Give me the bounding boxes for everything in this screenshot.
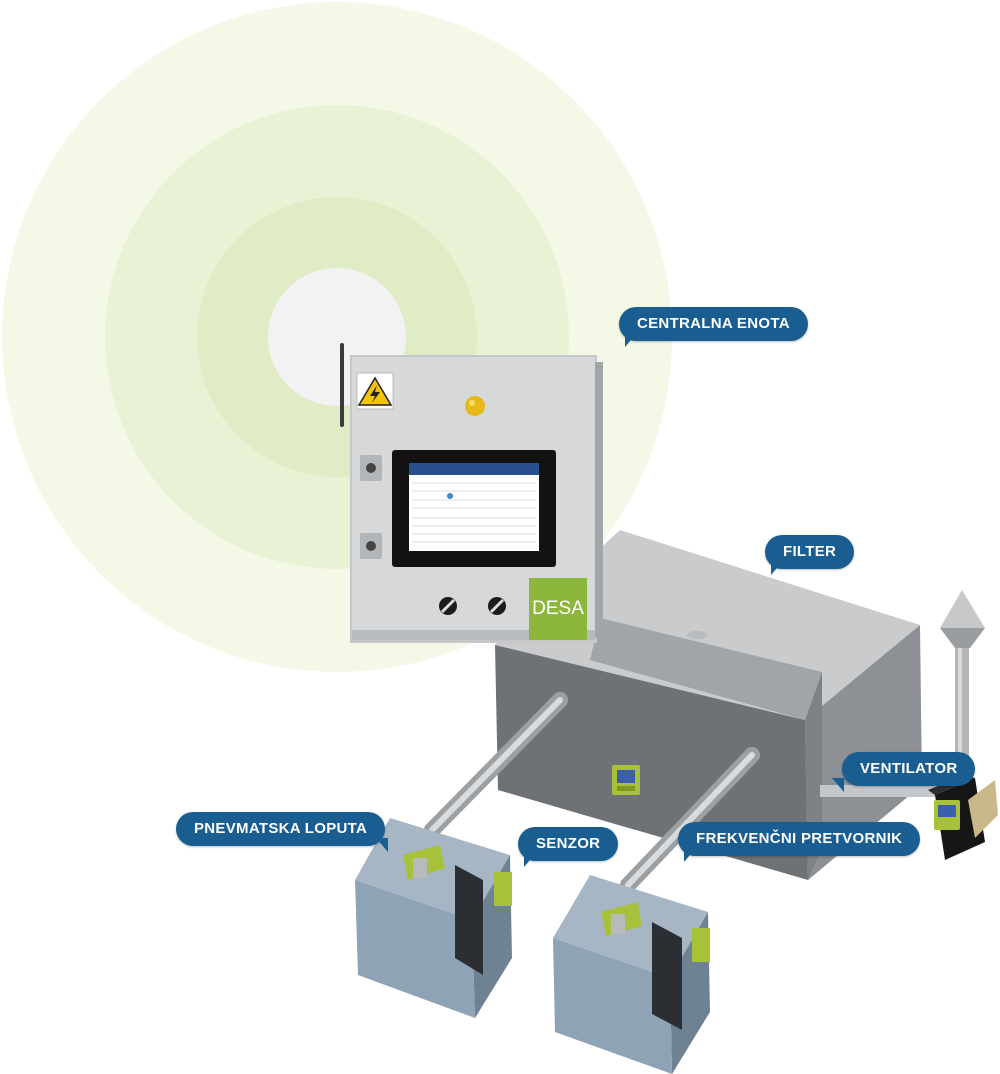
callout-frequency-converter-label: FREKVENČNI PRETVORNIK: [678, 822, 921, 856]
callout-tail: [832, 778, 844, 792]
touchscreen: [392, 450, 556, 567]
pneumatic-valve-2: [553, 875, 710, 1074]
brand-panel: [529, 578, 587, 640]
filter-sensor-module: [612, 765, 640, 795]
callout-tail: [771, 561, 783, 575]
callout-fan-label: VENTILATOR: [842, 752, 976, 786]
high-voltage-warning-icon: [356, 372, 394, 410]
cabinet-hinges: [360, 455, 382, 559]
pneumatic-valve-1: [355, 818, 512, 1018]
control-cabinet: [340, 343, 603, 643]
callout-tail: [376, 838, 388, 852]
pilot-light-icon: [465, 396, 485, 416]
selector-switches: [439, 597, 506, 615]
brand-logo: DESA: [532, 598, 584, 619]
callout-tail: [524, 853, 536, 867]
callout-pneumatic-valve-label: PNEVMATSKA LOPUTA: [176, 812, 386, 846]
callout-central-unit-label: CENTRALNA ENOTA: [619, 307, 808, 341]
callout-tail: [625, 333, 637, 347]
callout-tail: [684, 848, 696, 862]
